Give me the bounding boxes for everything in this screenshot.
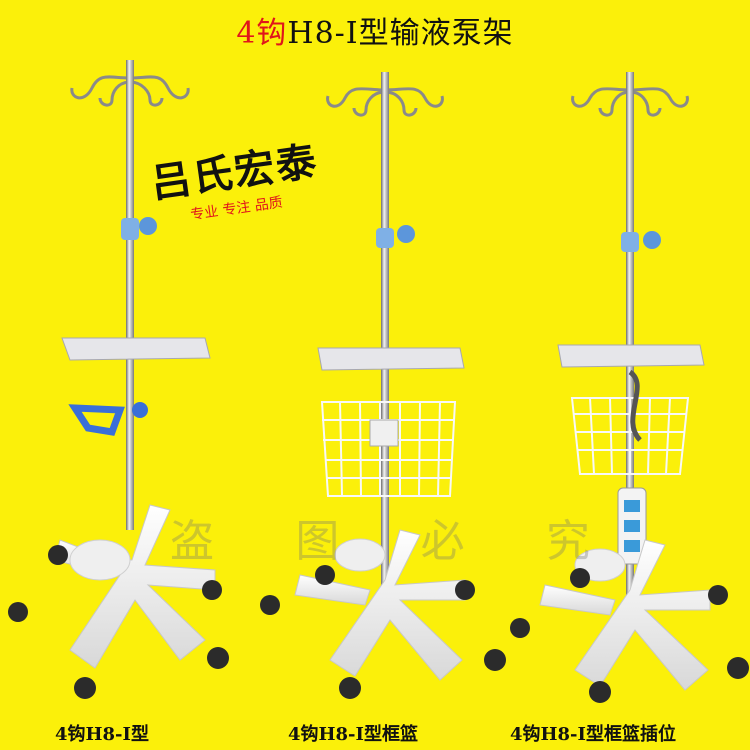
watermark-char: 图 — [295, 516, 340, 567]
page-title: 4钩H8-I型输液泵架 — [0, 8, 750, 52]
knob-icon — [397, 225, 415, 243]
title-prefix: 4钩 — [236, 16, 288, 51]
knob-icon — [139, 217, 157, 235]
wire-basket-icon — [570, 397, 690, 475]
base — [294, 529, 466, 681]
tray — [557, 344, 705, 368]
handle-icon — [68, 404, 125, 436]
watermark-char: 盗 — [170, 516, 214, 567]
title-rest: H8-I型输液泵架 — [287, 16, 514, 51]
power-cord — [628, 369, 642, 442]
tray — [317, 347, 465, 371]
height-clamp — [121, 218, 139, 240]
watermark-char: 究 — [545, 516, 590, 567]
knob-icon — [643, 231, 661, 249]
iv-stand-1 — [8, 60, 229, 699]
power-strip-icon — [617, 487, 647, 565]
pole — [381, 72, 389, 602]
hooks-icon — [571, 87, 689, 117]
caption-stand-1: 4钩H8-I型 — [55, 724, 149, 745]
base — [54, 504, 216, 669]
caption-stand-3: 4钩H8-I型框篮插位 — [510, 724, 676, 745]
watermark: 盗 图 必 究 — [170, 505, 590, 569]
hooks-icon — [326, 87, 444, 117]
hooks-icon — [70, 75, 190, 107]
pole — [626, 72, 634, 612]
caption-stand-2: 4钩H8-I型框篮 — [288, 724, 418, 745]
height-clamp — [621, 232, 639, 252]
iv-stand-3 — [510, 72, 749, 703]
caster-wheels-icon — [260, 565, 506, 699]
iv-stand-2 — [260, 72, 506, 699]
pole — [126, 60, 134, 530]
caster-wheels-icon — [510, 568, 749, 703]
tray — [61, 337, 211, 361]
height-clamp — [376, 228, 394, 248]
watermark-char: 必 — [420, 516, 465, 567]
caster-wheels-icon — [8, 545, 229, 699]
